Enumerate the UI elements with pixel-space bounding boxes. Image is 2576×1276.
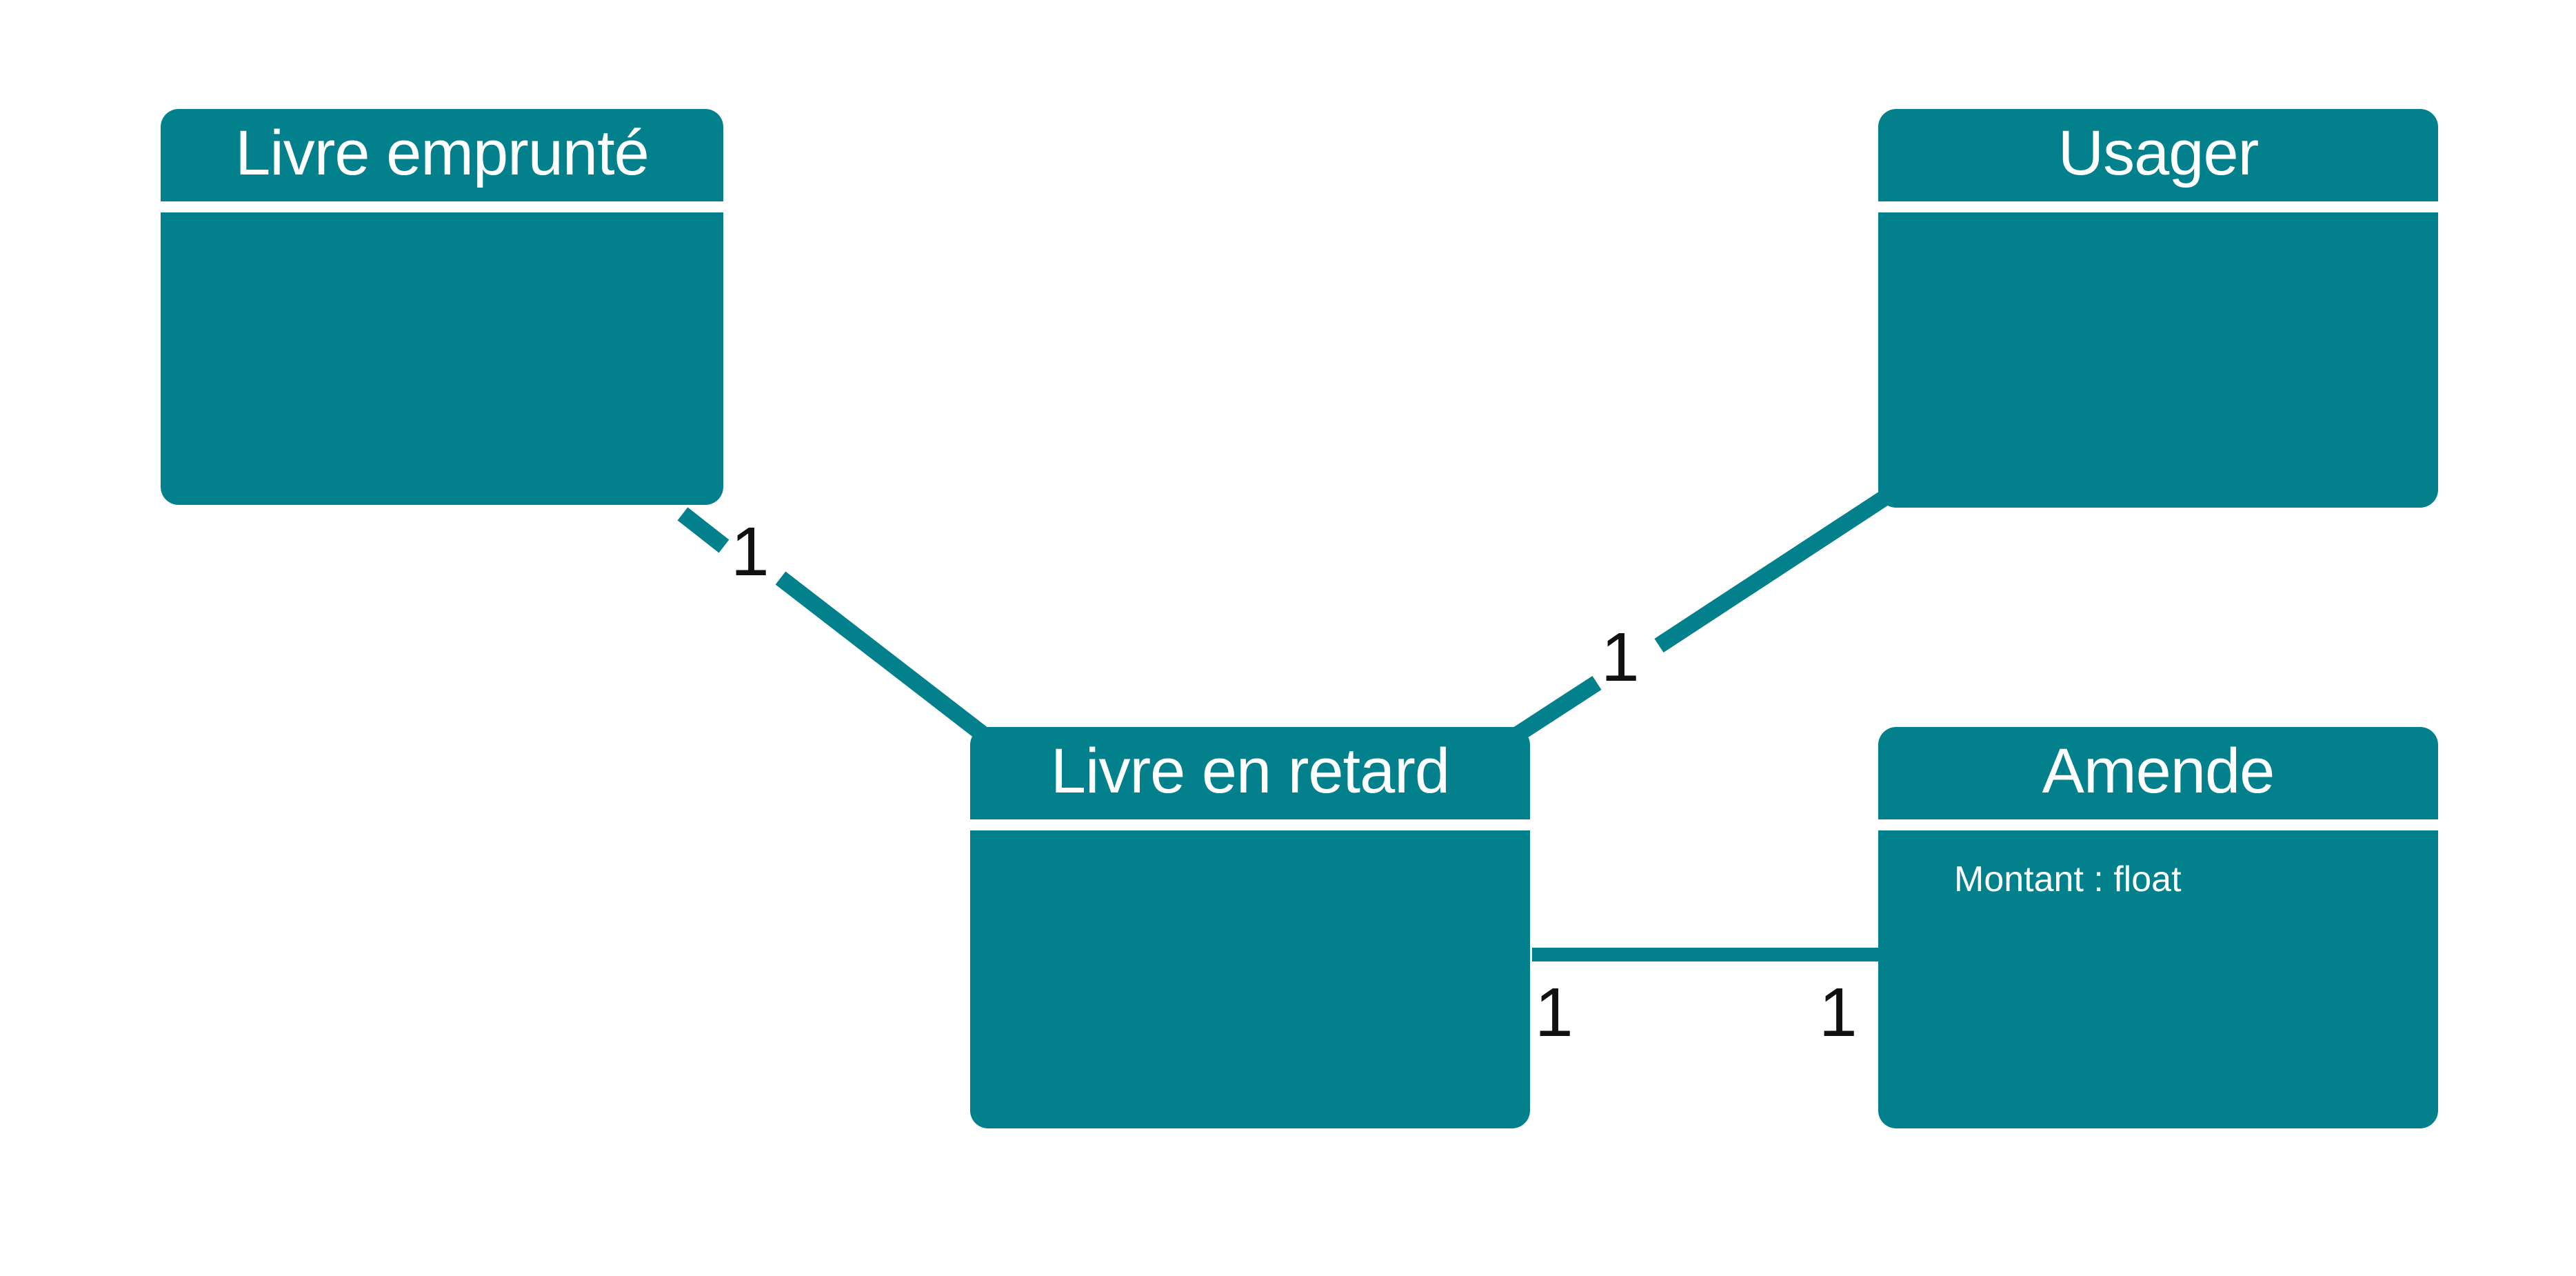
multiplicity-retard-to-amende: 1 [1535, 974, 1573, 1051]
class-attributes: Montant : float [1878, 830, 2438, 901]
class-name: Amende [2042, 735, 2275, 806]
class-attributes [161, 212, 723, 240]
class-usager[interactable]: Usager [1878, 109, 2438, 508]
assoc-line-emprunte-retard [775, 571, 992, 744]
class-name: Livre en retard [1050, 735, 1450, 806]
class-divider [161, 201, 723, 212]
multiplicity-retard-to-usager: 1 [1601, 619, 1640, 696]
assoc-line-retard-usager [1509, 675, 1602, 744]
class-name: Livre emprunté [235, 117, 650, 188]
class-attributes [1878, 212, 2438, 240]
class-livre-emprunte[interactable]: Livre emprunté [161, 109, 723, 505]
assoc-line-emprunte-retard [677, 507, 729, 553]
multiplicity-emprunte: 1 [731, 513, 769, 590]
attribute-montant: Montant : float [1954, 859, 2182, 899]
class-name: Usager [2057, 117, 2260, 188]
class-livre-en-retard[interactable]: Livre en retard [970, 727, 1530, 1128]
class-divider [1878, 201, 2438, 212]
class-divider [970, 819, 1530, 830]
class-divider [1878, 819, 2438, 830]
class-amende[interactable]: Amende Montant : float [1878, 727, 2438, 1128]
multiplicity-amende: 1 [1819, 974, 1858, 1051]
class-attributes [970, 830, 1530, 858]
assoc-line-retard-usager [1654, 484, 1900, 653]
